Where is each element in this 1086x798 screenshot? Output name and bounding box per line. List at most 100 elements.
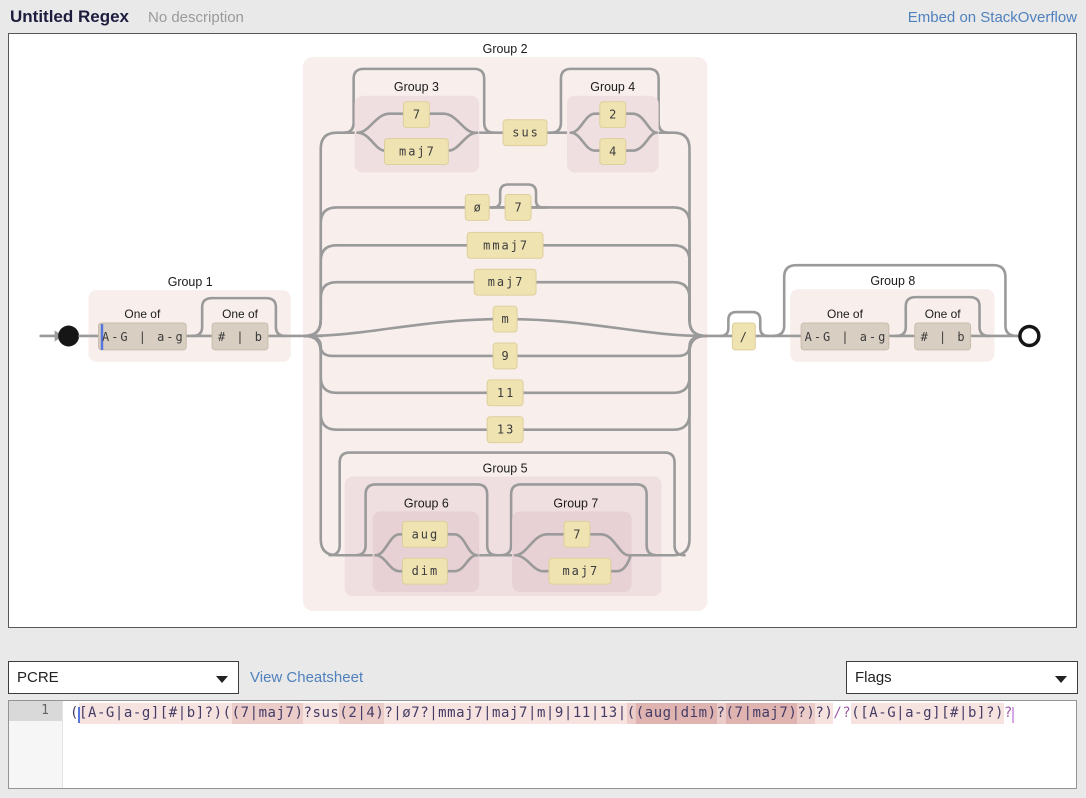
skip-wire-group8 bbox=[770, 263, 1019, 338]
regex-token: (2|4) bbox=[339, 703, 385, 724]
charclass-accidental-2 bbox=[914, 322, 972, 351]
skip-wire-group3 bbox=[342, 67, 496, 134]
skip-wire-group7 bbox=[499, 483, 658, 557]
skip-wire-group4 bbox=[549, 67, 670, 134]
group-7-label: Group 7 bbox=[553, 496, 598, 510]
literal-maj7-b bbox=[473, 268, 537, 296]
start-node-icon bbox=[58, 325, 80, 347]
literal-text: maj7 bbox=[563, 564, 600, 578]
literal-sus bbox=[502, 119, 548, 147]
flavor-select[interactable]: PCRE bbox=[9, 662, 238, 693]
fork-group4-bottom bbox=[569, 131, 658, 152]
regex-token: ? bbox=[1003, 705, 1013, 721]
view-cheatsheet-link[interactable]: View Cheatsheet bbox=[250, 669, 364, 686]
editor-cursor-start bbox=[77, 707, 80, 723]
group-5-label: Group 5 bbox=[483, 462, 528, 476]
group-1-label: Group 1 bbox=[168, 275, 213, 289]
one-of-label: One of bbox=[925, 307, 962, 321]
literal-text: aug bbox=[412, 527, 440, 541]
literal-maj7-c bbox=[548, 557, 612, 585]
flags-select[interactable]: Flags bbox=[847, 662, 1077, 693]
literal-text: sus bbox=[512, 126, 540, 140]
literal-dim bbox=[401, 557, 448, 585]
literal-text: 4 bbox=[609, 145, 618, 159]
charclass-text: A-G | a-g bbox=[102, 330, 185, 344]
skip-wire-sharp-flat-2 bbox=[894, 295, 991, 338]
literal-4 bbox=[599, 138, 627, 166]
literal-13 bbox=[486, 416, 524, 444]
literal-m bbox=[492, 305, 518, 333]
regex-token: ?) bbox=[797, 703, 816, 724]
group-2-box bbox=[302, 56, 708, 612]
regex-token: (7|maj7) bbox=[231, 703, 304, 724]
literal-7-a bbox=[402, 101, 430, 129]
charclass-text: A-G | a-g bbox=[805, 330, 888, 344]
regex-token: ( bbox=[222, 703, 232, 724]
literal-slash bbox=[731, 322, 756, 351]
fork-group6-bottom bbox=[374, 553, 479, 573]
editor-cursor-end bbox=[1011, 707, 1014, 723]
literal-text: / bbox=[740, 330, 749, 344]
literal-text: maj7 bbox=[488, 275, 525, 289]
charclass-note-2 bbox=[800, 322, 890, 351]
regex-token: (7|maj7) bbox=[725, 703, 798, 724]
fork-group3-bottom bbox=[356, 131, 479, 152]
flags-select-wrapper: Flags bbox=[846, 661, 1078, 694]
literal-text: maj7 bbox=[399, 145, 436, 159]
one-of-label: One of bbox=[827, 307, 864, 321]
embed-stackoverflow-link[interactable]: Embed on StackOverflow bbox=[907, 9, 1077, 26]
literal-9 bbox=[492, 342, 518, 370]
literal-halfdim bbox=[464, 193, 490, 221]
skip-wire-halfdim-7 bbox=[491, 183, 545, 209]
regex-token: [A-G|a-g][#|b]?) bbox=[78, 703, 223, 724]
literal-text: ø bbox=[474, 200, 483, 214]
skip-wire-group6 bbox=[354, 483, 499, 557]
regex-token: (aug|dim) bbox=[635, 703, 717, 724]
literal-text: mmaj7 bbox=[483, 238, 529, 252]
literal-text: m bbox=[502, 312, 511, 326]
one-of-label: One of bbox=[124, 307, 161, 321]
regex-token: /? bbox=[833, 705, 852, 721]
line-number: 1 bbox=[9, 701, 62, 721]
charclass-note-1 bbox=[97, 322, 187, 351]
group-6-label: Group 6 bbox=[404, 496, 449, 510]
group-3-label: Group 3 bbox=[394, 80, 439, 94]
literal-2 bbox=[599, 101, 627, 129]
skip-wire-slash bbox=[719, 310, 770, 338]
regex-token: ( bbox=[70, 705, 79, 721]
end-node-icon bbox=[1018, 324, 1041, 348]
literal-halfdim-7 bbox=[504, 193, 532, 221]
regex-token: ?|ø7?|mmaj7|maj7|m|9|11|13| bbox=[384, 703, 627, 724]
charclass-text: # | b bbox=[218, 330, 264, 344]
page-title: Untitled Regex bbox=[10, 7, 130, 26]
regex-token: ( bbox=[626, 703, 636, 724]
literal-mmaj7 bbox=[466, 231, 544, 259]
literal-text: 7 bbox=[573, 527, 582, 541]
skip-wire-group5 bbox=[328, 451, 686, 557]
literal-text: 11 bbox=[497, 386, 515, 400]
page-subtitle[interactable]: No description bbox=[148, 9, 244, 26]
literal-text: dim bbox=[412, 564, 440, 578]
editor-gutter: 1 bbox=[9, 701, 63, 788]
regex-token: ?sus bbox=[303, 703, 340, 724]
regex-code-line[interactable]: ([A-G|a-g][#|b]?)((7|maj7)?sus(2|4)?|ø7?… bbox=[70, 703, 1074, 724]
charclass-text: # | b bbox=[921, 330, 967, 344]
literal-7-b bbox=[563, 520, 591, 548]
literal-text: 7 bbox=[413, 108, 422, 122]
literal-aug bbox=[401, 520, 448, 548]
regex-token: ? bbox=[716, 703, 726, 724]
regex-token: ([A-G|a-g][#|b]?) bbox=[851, 703, 1004, 724]
one-of-label: One of bbox=[222, 307, 259, 321]
fork-group7-bottom bbox=[513, 553, 632, 573]
skip-wire-sharp-flat-1 bbox=[190, 296, 288, 338]
literal-text: 13 bbox=[497, 423, 515, 437]
diagram-panel: Group 1 Group 2 Group 3 Group 4 Group 5 … bbox=[8, 33, 1077, 628]
literal-11 bbox=[486, 379, 524, 407]
regex-token: ?) bbox=[815, 703, 834, 724]
regex-editor[interactable]: 1 ([A-G|a-g][#|b]?)((7|maj7)?sus(2|4)?|ø… bbox=[8, 700, 1077, 789]
literal-text: 7 bbox=[514, 200, 523, 214]
group-2-label: Group 2 bbox=[483, 42, 528, 56]
charclass-accidental-1 bbox=[211, 322, 269, 351]
literal-maj7-a bbox=[384, 138, 449, 166]
